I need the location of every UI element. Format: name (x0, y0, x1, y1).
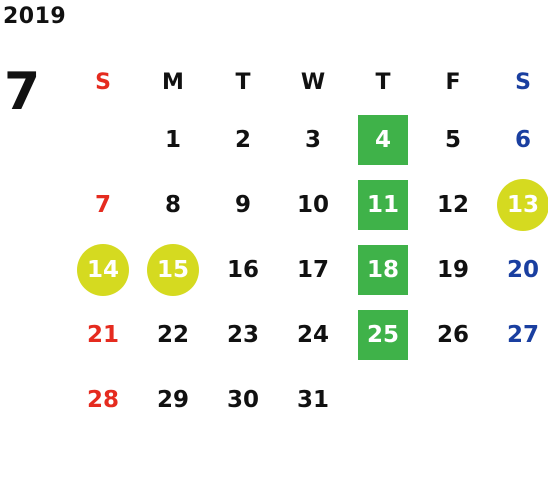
weekday-header-fri: F (445, 69, 461, 95)
weekday-header-sun: S (95, 69, 111, 95)
weekday-header-tue: T (235, 69, 251, 95)
day-cell: 9 (208, 172, 278, 237)
day-number: 30 (226, 386, 259, 413)
day-number: 29 (156, 386, 189, 413)
day-cell: 15 (138, 237, 208, 302)
day-number: 7 (94, 191, 111, 218)
weekday-header-mon: M (162, 69, 184, 95)
day-cell: 6 (488, 107, 548, 172)
day-cell (348, 367, 418, 432)
day-cell (418, 367, 488, 432)
day-number-highlight-circle: 15 (147, 243, 199, 296)
day-cell: 26 (418, 302, 488, 367)
day-cell: 16 (208, 237, 278, 302)
month-label: 7 (4, 62, 41, 122)
day-number: 28 (86, 386, 119, 413)
day-number: 26 (436, 321, 469, 348)
day-number: 20 (506, 256, 539, 283)
day-cell: 24 (278, 302, 348, 367)
day-number: 12 (436, 191, 469, 218)
day-cell: 2 (208, 107, 278, 172)
day-cell: 25 (348, 302, 418, 367)
day-number-highlight-square: 11 (358, 179, 408, 230)
day-number: 3 (304, 126, 321, 153)
day-cell: 14 (68, 237, 138, 302)
day-number: 9 (234, 191, 251, 218)
day-number-highlight-circle: 14 (77, 243, 129, 296)
day-cell: 30 (208, 367, 278, 432)
day-cell: 3 (278, 107, 348, 172)
day-cell: 13 (488, 172, 548, 237)
day-cell: 7 (68, 172, 138, 237)
day-cell: 1 (138, 107, 208, 172)
day-number: 21 (86, 321, 119, 348)
day-cell: 20 (488, 237, 548, 302)
day-cell (488, 367, 548, 432)
day-cell: 4 (348, 107, 418, 172)
day-cell: 21 (68, 302, 138, 367)
day-number: 23 (226, 321, 259, 348)
day-cell: 11 (348, 172, 418, 237)
day-cell: 18 (348, 237, 418, 302)
day-cell: 17 (278, 237, 348, 302)
day-number: 1 (164, 126, 181, 153)
day-cell: 23 (208, 302, 278, 367)
day-number: 8 (164, 191, 181, 218)
day-number: 2 (234, 126, 251, 153)
day-number: 5 (444, 126, 461, 153)
year-label: 2019 (3, 4, 67, 29)
day-cell: 28 (68, 367, 138, 432)
day-cell: 19 (418, 237, 488, 302)
day-number-highlight-square: 4 (358, 114, 408, 165)
day-number: 10 (296, 191, 329, 218)
day-number-highlight-circle: 13 (497, 178, 548, 231)
day-cell: 22 (138, 302, 208, 367)
day-cell: 31 (278, 367, 348, 432)
weekday-header-wed: W (300, 69, 326, 95)
day-number: 27 (506, 321, 539, 348)
day-number: 17 (296, 256, 329, 283)
day-number: 6 (514, 126, 531, 153)
day-number: 19 (436, 256, 469, 283)
day-number: 22 (156, 321, 189, 348)
day-cell: 10 (278, 172, 348, 237)
day-cell: 5 (418, 107, 488, 172)
day-cell (68, 107, 138, 172)
day-number: 24 (296, 321, 329, 348)
day-cell: 8 (138, 172, 208, 237)
day-number-highlight-square: 18 (358, 244, 408, 295)
day-cell: 12 (418, 172, 488, 237)
day-number: 31 (296, 386, 329, 413)
weekday-header-sat: S (515, 69, 531, 95)
weekday-header-thu: T (375, 69, 391, 95)
day-cell: 27 (488, 302, 548, 367)
day-number: 16 (226, 256, 259, 283)
day-number-highlight-square: 25 (358, 309, 408, 360)
day-cell: 29 (138, 367, 208, 432)
